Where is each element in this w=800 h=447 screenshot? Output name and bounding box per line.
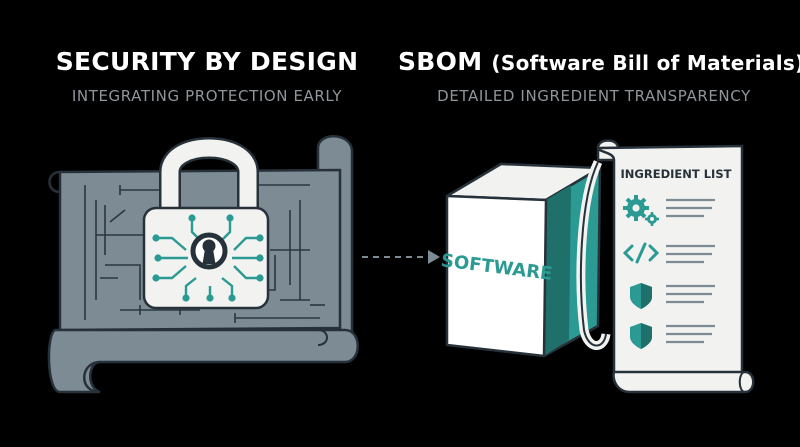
software-box-icon: SOFTWARE: [440, 160, 611, 358]
ingredient-list-title: INGREDIENT LIST: [621, 167, 732, 181]
shield-icon: [630, 323, 652, 349]
blueprint-scroll-icon: [47, 135, 359, 394]
sbom-title-paren: (Software Bill of Materials): [491, 51, 800, 75]
shield-icon: [630, 283, 652, 309]
ingredient-document: INGREDIENT LIST: [596, 139, 755, 394]
security-by-design-title: SECURITY BY DESIGN: [55, 47, 359, 76]
sbom-title: SBOM (Software Bill of Materials): [398, 47, 800, 76]
flow-arrow: [362, 250, 440, 264]
padlock-icon: [142, 137, 270, 310]
sbom-subtitle: DETAILED INGREDIENT TRANSPARENCY: [437, 87, 751, 105]
keyhole-icon: [190, 232, 228, 270]
sbom-title-main: SBOM: [398, 47, 483, 76]
security-by-design-subtitle: INTEGRATING PROTECTION EARLY: [71, 87, 343, 105]
gears-icon: [623, 195, 659, 226]
code-icon: [622, 242, 660, 264]
